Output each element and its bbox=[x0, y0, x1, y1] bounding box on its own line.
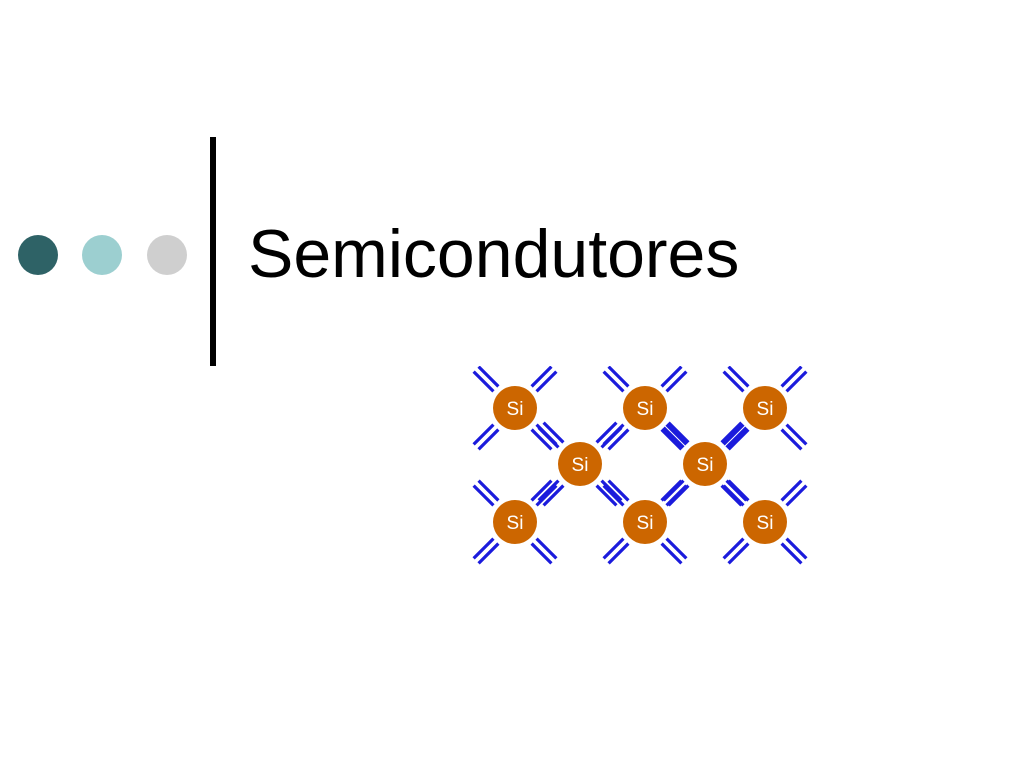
bond-line bbox=[535, 537, 558, 560]
atom-label: Si bbox=[697, 455, 714, 476]
bullet-dot-gray bbox=[147, 235, 187, 275]
bond-line bbox=[720, 421, 743, 444]
bond-line bbox=[530, 542, 553, 565]
bond-line bbox=[595, 484, 618, 507]
bond-line bbox=[785, 484, 808, 507]
bond-line bbox=[535, 484, 558, 507]
silicon-atom: Si bbox=[623, 500, 667, 544]
bullet-dot-dark bbox=[18, 235, 58, 275]
bond-line bbox=[477, 428, 500, 451]
atom-circle bbox=[683, 442, 727, 486]
bond-line bbox=[477, 366, 500, 388]
bond-line bbox=[665, 484, 688, 507]
bond-line bbox=[780, 428, 803, 451]
atom-label: Si bbox=[507, 399, 524, 420]
title-divider bbox=[210, 137, 216, 366]
atom-label: Si bbox=[637, 513, 654, 534]
bond-line bbox=[722, 537, 745, 560]
bond-line bbox=[472, 370, 495, 393]
bond-line bbox=[537, 479, 560, 502]
bond-line bbox=[530, 366, 553, 388]
bond-line bbox=[472, 484, 495, 507]
silicon-atom: Si bbox=[683, 442, 727, 486]
bond-line bbox=[785, 370, 808, 393]
bond-line bbox=[530, 428, 553, 451]
slide-title: Semicondutores bbox=[248, 216, 740, 292]
bond-line bbox=[535, 370, 558, 393]
bond-line bbox=[607, 479, 630, 502]
bond-line bbox=[727, 479, 750, 502]
bond-line bbox=[542, 484, 565, 507]
atom-circle bbox=[743, 386, 787, 430]
atom-circle bbox=[743, 500, 787, 544]
silicon-atom: Si bbox=[493, 386, 537, 430]
bond-line bbox=[477, 479, 500, 502]
atom-label: Si bbox=[572, 455, 589, 476]
bond-line bbox=[472, 537, 495, 560]
bond-line bbox=[665, 370, 688, 393]
atom-label: Si bbox=[757, 513, 774, 534]
bond-line bbox=[727, 366, 750, 388]
bond-line bbox=[537, 426, 560, 449]
bond-line bbox=[607, 366, 630, 388]
atom-label: Si bbox=[757, 399, 774, 420]
atom-circle bbox=[623, 500, 667, 544]
covalent-bonds bbox=[472, 366, 808, 565]
bond-line bbox=[662, 426, 685, 449]
bond-line bbox=[727, 542, 750, 565]
bond-line bbox=[472, 423, 495, 446]
bond-line bbox=[660, 479, 683, 502]
bond-line bbox=[600, 426, 623, 449]
atom-label: Si bbox=[507, 513, 524, 534]
bond-line bbox=[607, 428, 630, 451]
bond-line bbox=[530, 479, 553, 502]
bond-line bbox=[542, 421, 565, 444]
atom-circle bbox=[493, 386, 537, 430]
silicon-atom: Si bbox=[558, 442, 602, 486]
bond-line bbox=[722, 423, 745, 446]
bond-line bbox=[602, 370, 625, 393]
silicon-atom: Si bbox=[743, 500, 787, 544]
atom-label: Si bbox=[637, 399, 654, 420]
bond-line bbox=[665, 423, 688, 446]
bond-line bbox=[477, 542, 500, 565]
silicon-atom: Si bbox=[493, 500, 537, 544]
bond-line bbox=[727, 428, 750, 451]
bond-line bbox=[725, 426, 748, 449]
bond-line bbox=[785, 423, 808, 446]
bond-line bbox=[602, 537, 625, 560]
bond-line bbox=[780, 366, 803, 388]
atom-circle bbox=[558, 442, 602, 486]
bond-line bbox=[595, 421, 618, 444]
bond-line bbox=[780, 479, 803, 502]
bullet-dot-light bbox=[82, 235, 122, 275]
bond-line bbox=[660, 428, 683, 451]
bond-line bbox=[665, 537, 688, 560]
atom-circle bbox=[623, 386, 667, 430]
bond-line bbox=[722, 370, 745, 393]
bond-line bbox=[600, 479, 623, 502]
silicon-atom: Si bbox=[623, 386, 667, 430]
bond-line bbox=[602, 484, 625, 507]
bond-line bbox=[785, 537, 808, 560]
bond-line bbox=[722, 484, 745, 507]
bond-line bbox=[660, 366, 683, 388]
atom-circle bbox=[493, 500, 537, 544]
bond-line bbox=[667, 421, 690, 444]
bond-line bbox=[607, 542, 630, 565]
bond-line bbox=[780, 542, 803, 565]
silicon-atom: Si bbox=[743, 386, 787, 430]
bond-line bbox=[660, 542, 683, 565]
